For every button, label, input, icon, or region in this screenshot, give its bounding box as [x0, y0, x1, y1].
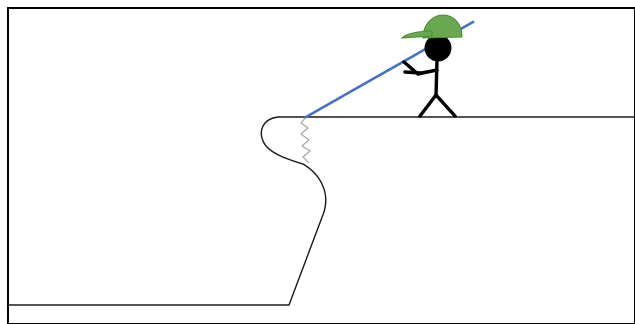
- person-lower-arm: [405, 70, 437, 73]
- crack-line-icon: [301, 117, 310, 163]
- person-right-leg: [436, 95, 455, 116]
- person-torso: [436, 60, 437, 96]
- stick-figure-icon: [404, 35, 455, 117]
- baseball-cap-icon: [402, 15, 462, 38]
- person-head: [425, 35, 452, 62]
- cliff-outline: [8, 117, 635, 305]
- person-left-leg: [420, 95, 436, 116]
- diagram-frame: [8, 8, 635, 324]
